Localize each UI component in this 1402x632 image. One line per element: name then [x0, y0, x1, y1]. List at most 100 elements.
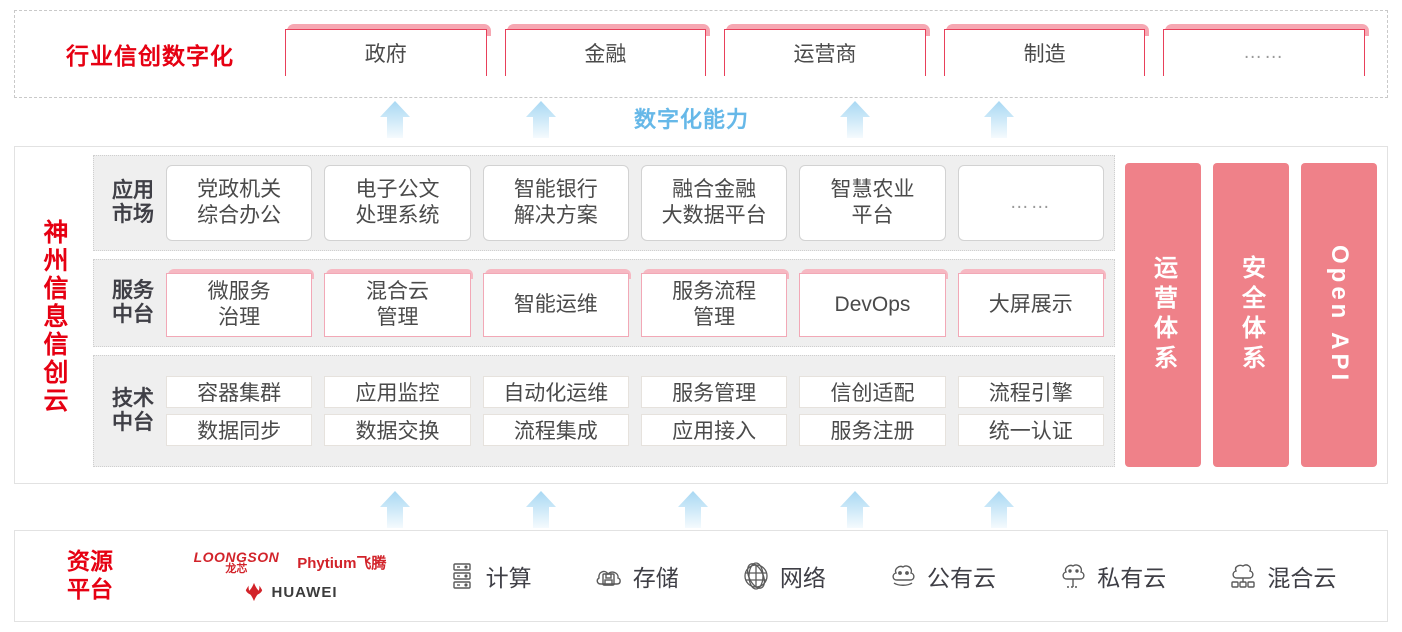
cloud-pillar-list: 运营体系 安全体系 Open API	[1125, 155, 1377, 475]
cloud-platform-title: 神州信息信创云	[40, 219, 68, 415]
resource-item-network[interactable]: 网络	[740, 559, 826, 593]
server-icon	[446, 560, 478, 592]
tech-item[interactable]: 服务注册	[799, 414, 946, 446]
pillar-open-api[interactable]: Open API	[1301, 163, 1377, 467]
vendor-logo-row: HUAWEI	[243, 582, 338, 602]
service-item[interactable]: 大屏展示	[957, 269, 1106, 337]
tech-item[interactable]: 信创适配	[799, 376, 946, 408]
network-icon	[740, 560, 772, 592]
layer-label: 服务 中台	[112, 278, 154, 326]
up-arrow-icon	[670, 490, 716, 528]
tech-item[interactable]: 应用监控	[324, 376, 471, 408]
service-item[interactable]: 混合云 管理	[324, 269, 473, 337]
industry-box[interactable]: 政府	[285, 24, 491, 76]
industry-band: 行业信创数字化 政府 金融 运营商 制造 ……	[14, 10, 1388, 98]
vendor-logo-list: LOONGSON 龙芯 Phytium飞腾 HUAWEI	[165, 550, 415, 602]
storage-cloud-icon	[593, 560, 625, 592]
resource-item-list: 计算 存储 网络	[415, 559, 1387, 593]
resource-item-label: 私有云	[1097, 565, 1167, 591]
app-market-item[interactable]: 融合金融 大数据平台	[640, 165, 788, 241]
layer-item-list: 党政机关 综合办公 电子公文 处理系统 智能银行 解决方案 融合金融 大数据平台…	[166, 165, 1104, 241]
layer-tech-platform: 技术 中台 容器集群 应用监控 自动化运维 服务管理 信创适配 流程引擎 数据同…	[93, 355, 1115, 467]
service-item[interactable]: 服务流程 管理	[640, 269, 790, 337]
cloud-platform-body: 应用 市场 党政机关 综合办公 电子公文 处理系统 智能银行 解决方案 融合金融…	[93, 147, 1387, 483]
industry-box-label: 政府	[285, 29, 487, 76]
industry-box-label: ……	[1163, 29, 1365, 76]
vendor-logo-row: LOONGSON 龙芯 Phytium飞腾	[194, 550, 387, 575]
service-item-label: 混合云 管理	[324, 273, 471, 337]
layer-item-list: 容器集群 应用监控 自动化运维 服务管理 信创适配 流程引擎 数据同步 数据交换…	[166, 376, 1104, 446]
phytium-logo: Phytium飞腾	[297, 555, 387, 572]
app-market-item[interactable]: 智能银行 解决方案	[482, 165, 629, 241]
tech-item[interactable]: 服务管理	[640, 376, 788, 408]
service-item-label: 服务流程 管理	[640, 273, 788, 337]
resource-item-label: 公有云	[927, 565, 997, 591]
industry-band-title: 行业信创数字化	[66, 43, 234, 69]
service-item-label: DevOps	[799, 273, 946, 337]
loongson-logo-en: LOONGSON	[193, 549, 280, 565]
up-arrow-icon	[976, 100, 1022, 138]
industry-box-label: 运营商	[724, 29, 926, 76]
service-item-label: 大屏展示	[957, 273, 1104, 337]
app-market-item[interactable]: 党政机关 综合办公	[166, 165, 313, 241]
cloud-platform-panel: 神州信息信创云 应用 市场 党政机关 综合办公 电子公文 处理系统 智能银行 解…	[14, 146, 1388, 484]
up-arrow-icon	[372, 100, 418, 138]
up-arrow-icon	[976, 490, 1022, 528]
huawei-flower-icon	[243, 582, 265, 602]
cloud-layer-list: 应用 市场 党政机关 综合办公 电子公文 处理系统 智能银行 解决方案 融合金融…	[93, 155, 1115, 475]
service-item[interactable]: DevOps	[799, 269, 948, 337]
service-item[interactable]: 智能运维	[482, 269, 631, 337]
private-cloud-icon	[1057, 560, 1089, 592]
loongson-logo-cn: 龙芯	[225, 563, 248, 575]
app-market-item[interactable]: 电子公文 处理系统	[324, 165, 471, 241]
resource-item-private-cloud[interactable]: 私有云	[1057, 559, 1166, 593]
capability-label: 数字化能力	[634, 107, 750, 132]
resource-item-label: 计算	[485, 565, 532, 591]
resource-item-label: 网络	[779, 565, 826, 591]
huawei-logo: HUAWEI	[243, 582, 338, 602]
industry-box-label: 金融	[504, 29, 707, 76]
industry-box[interactable]: 制造	[943, 24, 1150, 76]
resource-item-compute[interactable]: 计算	[446, 559, 532, 593]
app-market-item[interactable]: 智慧农业 平台	[799, 165, 946, 241]
industry-box-label: 制造	[943, 29, 1146, 76]
tech-item[interactable]: 容器集群	[166, 376, 313, 408]
layer-app-market: 应用 市场 党政机关 综合办公 电子公文 处理系统 智能银行 解决方案 融合金融…	[93, 155, 1115, 251]
loongson-logo: LOONGSON 龙芯	[194, 550, 280, 575]
up-arrow-icon	[518, 100, 564, 138]
industry-box-overflow[interactable]: ……	[1163, 24, 1369, 76]
layer-item-list: 微服务 治理 混合云 管理 智能运维 服务流程 管理	[166, 269, 1106, 337]
up-arrow-icon	[832, 100, 878, 138]
tech-item[interactable]: 流程集成	[482, 414, 629, 446]
resource-arrow-band	[0, 488, 1402, 528]
hybrid-cloud-icon	[1227, 560, 1259, 592]
tech-item[interactable]: 自动化运维	[482, 376, 629, 408]
app-market-item-overflow[interactable]: ……	[957, 165, 1104, 241]
service-item[interactable]: 微服务 治理	[166, 269, 315, 337]
tech-item[interactable]: 应用接入	[640, 414, 788, 446]
service-item-label: 智能运维	[482, 273, 629, 337]
layer-service-platform: 服务 中台 微服务 治理 混合云 管理 智能运维	[93, 259, 1115, 347]
resource-item-label: 存储	[632, 565, 679, 591]
tech-item[interactable]: 数据交换	[324, 414, 471, 446]
up-arrow-icon	[832, 490, 878, 528]
pillar-operations[interactable]: 运营体系	[1125, 163, 1201, 467]
resource-item-public-cloud[interactable]: 公有云	[887, 559, 996, 593]
resource-item-storage[interactable]: 存储	[593, 559, 679, 593]
resource-platform-title: 资源 平台	[67, 548, 113, 602]
tech-item[interactable]: 统一认证	[957, 414, 1104, 446]
industry-box-list: 政府 金融 运营商 制造 ……	[285, 11, 1387, 97]
tech-row: 数据同步 数据交换 流程集成 应用接入 服务注册 统一认证	[166, 414, 1104, 446]
industry-box[interactable]: 运营商	[724, 24, 930, 76]
tech-item[interactable]: 数据同步	[166, 414, 313, 446]
tech-item[interactable]: 流程引擎	[957, 376, 1104, 408]
layer-label: 应用 市场	[112, 178, 154, 226]
industry-box[interactable]: 金融	[504, 24, 711, 76]
resource-item-label: 混合云	[1267, 565, 1337, 591]
resource-item-hybrid-cloud[interactable]: 混合云	[1227, 559, 1336, 593]
pillar-security[interactable]: 安全体系	[1213, 163, 1289, 467]
layer-label: 技术 中台	[112, 386, 154, 434]
service-item-label: 微服务 治理	[166, 273, 313, 337]
capability-arrow-band: 数字化能力	[0, 98, 1402, 138]
